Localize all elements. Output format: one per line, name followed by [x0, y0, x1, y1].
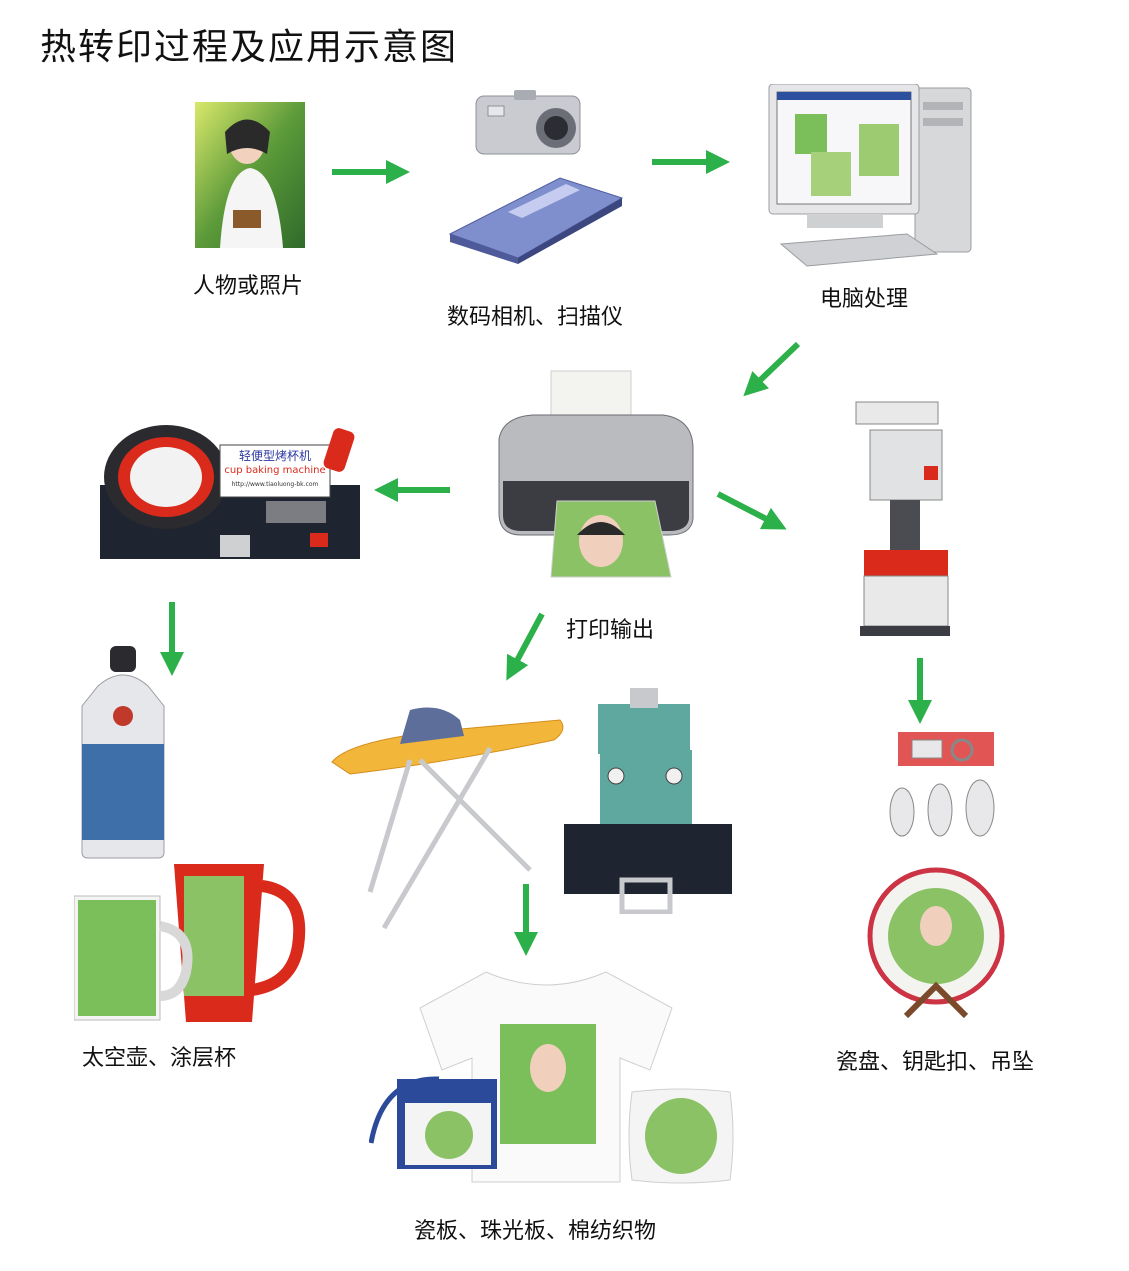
photo-pillow — [628, 1086, 734, 1186]
inkjet-printer — [493, 369, 699, 581]
caption-plate-keychain: 瓷盘、钥匙扣、吊坠 — [836, 1050, 1035, 1075]
arrow-printer-to-iron — [506, 612, 545, 681]
caption-printer: 打印输出 — [566, 618, 655, 643]
digital-camera — [474, 90, 584, 158]
page-title: 热转印过程及应用示意图 — [40, 27, 459, 68]
caption-computer: 电脑处理 — [820, 287, 909, 312]
keychain-set — [888, 728, 998, 842]
mug-press-sign-en: cup baking machine — [224, 465, 326, 476]
arrow-computer-to-printer — [743, 341, 801, 397]
decorative-plate — [866, 866, 1006, 1022]
coated-mugs — [74, 856, 308, 1026]
flat-heat-press — [560, 684, 736, 914]
caption-camera-scanner: 数码相机、扫描仪 — [447, 305, 624, 330]
caption-textiles: 瓷板、珠光板、棉纺织物 — [414, 1219, 657, 1244]
portrait-photo — [195, 102, 305, 248]
mug-press-url: http://www.tiaoluong-bk.com — [231, 481, 319, 488]
caption-bottle-mug: 太空壶、涂层杯 — [82, 1046, 237, 1071]
mug-press-sign-cn: 轻便型烤杯机 — [238, 449, 311, 463]
arrow-printer-to-platepress — [716, 491, 787, 530]
sports-bottle — [80, 646, 166, 860]
messenger-bag — [369, 1073, 501, 1173]
desktop-computer — [767, 84, 977, 268]
plate-heat-press — [850, 400, 950, 640]
ironing-board — [330, 700, 570, 934]
flatbed-scanner — [448, 176, 624, 264]
mug-heat-press: 轻便型烤杯机 cup baking machine http://www.tia… — [100, 415, 370, 565]
caption-photo: 人物或照片 — [193, 274, 304, 299]
